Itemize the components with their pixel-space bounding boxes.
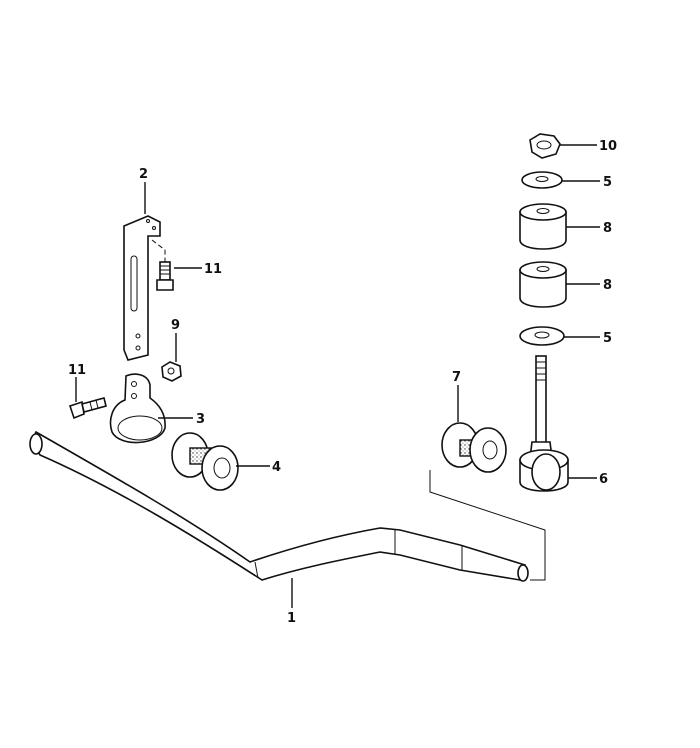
callout-10: 10 [599,139,617,154]
clamp [109,373,166,444]
end-link [519,355,569,492]
rubber-cushion-lower [519,261,567,308]
leader-lines [75,144,600,608]
washer-lower [519,326,565,346]
callout-9: 9 [171,318,180,333]
callout-5-upper: 5 [603,175,612,190]
callout-11-upper: 11 [204,262,222,277]
callout-11-left: 11 [68,363,86,378]
stabilizer-bar [29,430,529,582]
bolt-upper [151,239,174,291]
nut-small [161,361,182,382]
mounting-bracket [123,215,161,361]
callout-8-lower: 8 [603,278,612,293]
callout-2: 2 [139,167,148,182]
callout-4: 4 [272,460,281,475]
bolt-left [68,397,107,420]
callout-6: 6 [599,472,608,487]
washer-upper [521,171,563,189]
callout-7: 7 [452,370,461,385]
callout-5-lower: 5 [603,331,612,346]
end-bushing [441,422,507,473]
assembly-bracket-line [429,470,546,581]
top-nut [529,133,561,159]
callout-3: 3 [196,412,205,427]
callout-8-upper: 8 [603,221,612,236]
bar-bushing [171,432,239,491]
callout-1: 1 [287,611,296,626]
rubber-cushion-upper [519,203,567,250]
